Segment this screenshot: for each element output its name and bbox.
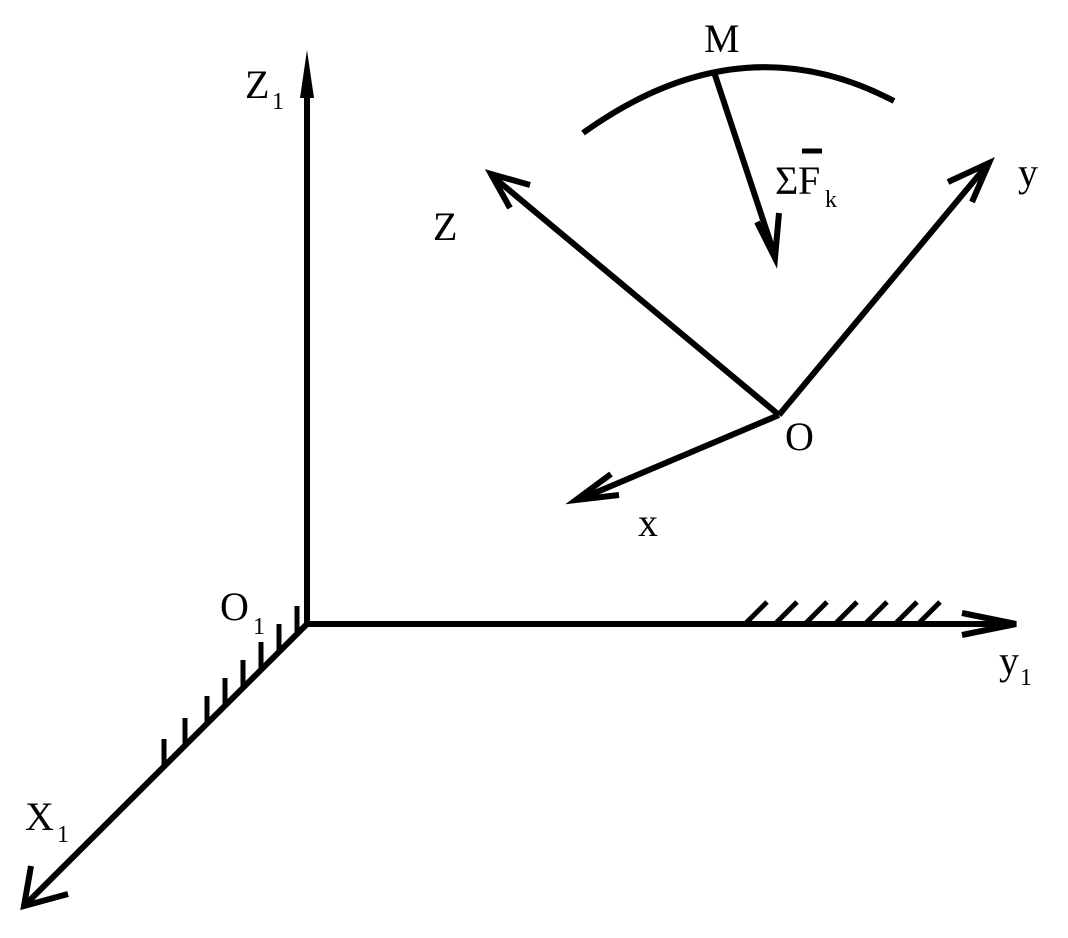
moving-z-axis	[489, 172, 781, 418]
moving-y-axis	[776, 162, 991, 417]
force-arrowhead	[754, 212, 782, 269]
label-z1-sub: 1	[272, 89, 284, 115]
ground-hatching-y1	[743, 600, 942, 626]
moving-y-arrowhead	[946, 156, 995, 204]
label-y1-main: y	[999, 638, 1019, 683]
label-x1-main: X	[25, 794, 54, 839]
ground-hatching-x1	[161, 606, 300, 767]
moving-x-arrowhead	[565, 471, 620, 505]
label-y1-sub: 1	[1020, 665, 1032, 691]
label-o1-main: O	[220, 584, 249, 629]
label-point-m: M	[704, 16, 740, 61]
label-o1-sub: 1	[253, 614, 265, 640]
force-vector	[711, 71, 778, 257]
moving-frame	[484, 156, 995, 505]
label-force-sigma: Σ	[775, 158, 798, 203]
fixed-z1-arrowhead	[300, 50, 314, 98]
fixed-y1-arrowhead	[961, 610, 1017, 638]
label-force-sub: k	[825, 187, 837, 213]
label-z: Z	[433, 204, 457, 249]
label-o: O	[785, 414, 814, 459]
fixed-x1-arrowhead	[20, 865, 69, 911]
moving-x-axis	[576, 412, 781, 503]
label-z1-main: Z	[245, 62, 269, 107]
label-y: y	[1018, 150, 1038, 195]
label-force-symbol: F	[798, 158, 820, 203]
trajectory-arc	[581, 64, 896, 136]
label-x1-sub: 1	[57, 822, 69, 848]
moving-z-arrowhead	[484, 169, 531, 210]
resultant-force	[711, 71, 782, 269]
fixed-frame	[20, 50, 1017, 911]
label-x: x	[638, 500, 658, 545]
